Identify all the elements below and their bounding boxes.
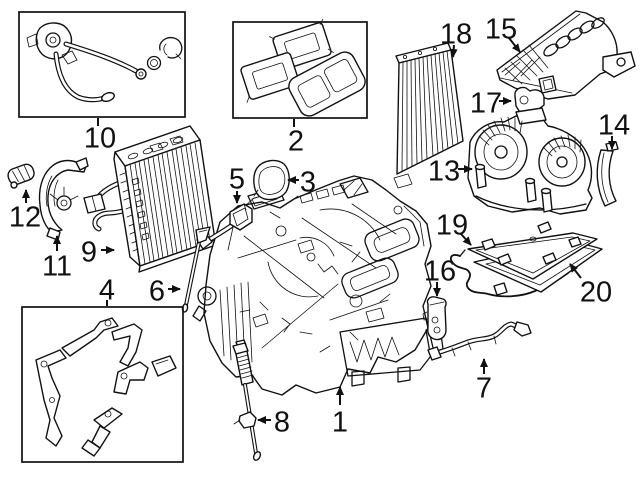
callout-14[interactable]: 14 [598,109,630,150]
linkage-kit-box-frame [21,306,184,463]
callout-leader-19 [460,233,472,246]
callout-label-5[interactable]: 5 [229,163,245,195]
callout-7[interactable]: 7 [476,358,492,404]
seal-boot [253,159,290,201]
callout-12[interactable]: 12 [9,189,41,233]
callout-13[interactable]: 13 [428,155,473,187]
callout-6[interactable]: 6 [149,275,181,307]
callout-label-8[interactable]: 8 [274,406,290,438]
side-seal [596,141,619,207]
callout-label-4[interactable]: 4 [99,274,115,306]
callout-15[interactable]: 15 [485,13,521,53]
callout-label-11[interactable]: 11 [42,250,72,282]
callout-1[interactable]: 1 [332,386,348,438]
callout-label-13[interactable]: 13 [428,155,460,187]
linkage-kit-art [35,317,177,457]
filter-cover [467,221,603,293]
callout-label-17[interactable]: 17 [470,87,502,119]
vent-adapters-box [232,18,368,119]
callout-20[interactable]: 20 [569,263,612,308]
callout-label-3[interactable]: 3 [300,166,316,198]
callout-leader-15 [508,37,521,53]
wiring-harness [427,321,532,361]
seal-wire [449,249,569,298]
cabin-air-filter [395,42,464,175]
aspirator-valve [196,203,253,250]
callout-label-18[interactable]: 18 [440,18,472,50]
callout-label-19[interactable]: 19 [436,209,468,241]
callout-2[interactable]: 2 [288,119,304,157]
callout-9[interactable]: 9 [81,236,115,268]
callout-19[interactable]: 19 [436,209,472,246]
vent-adapters-box-frame [232,21,368,119]
vent-bezel [288,51,366,117]
callout-label-20[interactable]: 20 [580,276,612,308]
heater-hose-art [26,22,183,103]
callout-label-12[interactable]: 12 [9,201,41,233]
callout-8[interactable]: 8 [257,406,290,438]
actuator-cover [38,157,89,241]
housing-duct-opening-a [364,218,420,262]
callout-label-14[interactable]: 14 [598,109,630,141]
callout-11[interactable]: 11 [42,235,72,282]
callout-18[interactable]: 18 [440,18,472,58]
callout-label-1[interactable]: 1 [332,406,348,438]
evaporator-top-ports [127,135,184,160]
callout-4[interactable]: 4 [99,274,115,306]
heater-hose-box-frame [18,11,186,118]
callout-3[interactable]: 3 [287,166,316,198]
sensor-rod [232,339,262,461]
callout-label-15[interactable]: 15 [485,13,517,45]
blower-motor [467,107,593,215]
callout-17[interactable]: 17 [470,87,512,119]
linkage-rod [181,226,211,313]
callout-label-6[interactable]: 6 [149,275,165,307]
linkage-kit-box [21,306,184,463]
hvac-housing [192,173,444,396]
callout-leader-20 [569,263,582,279]
heater-hose-box [18,11,186,118]
callout-label-2[interactable]: 2 [288,125,304,157]
callout-label-7[interactable]: 7 [476,372,492,404]
callout-10[interactable]: 10 [84,118,116,154]
callout-label-9[interactable]: 9 [81,236,97,268]
air-inlet-cover [496,10,636,100]
blower-mount-studs [474,163,553,213]
callout-5[interactable]: 5 [229,163,245,204]
evaporator-core [83,125,216,273]
sensor-motor [7,163,35,186]
sensor-motor-pin [10,181,18,189]
housing-duct-opening-b [341,257,399,299]
callout-16[interactable]: 16 [424,255,456,297]
mounting-bracket [422,296,447,341]
callout-label-10[interactable]: 10 [84,122,116,154]
callout-leader-18 [449,44,458,58]
callout-label-16[interactable]: 16 [424,255,456,287]
